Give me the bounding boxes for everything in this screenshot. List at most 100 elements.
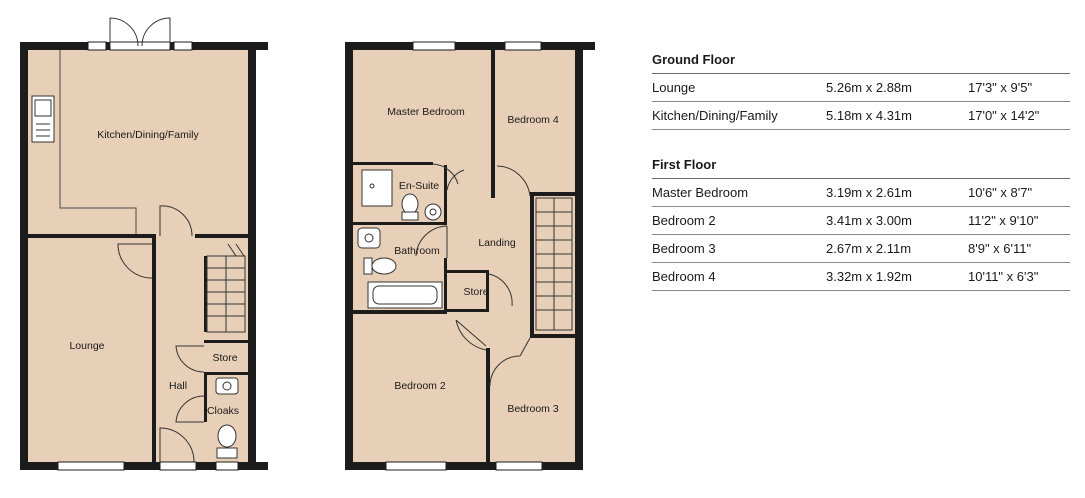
label-bathroom: Bathroom	[394, 245, 440, 257]
ground-wall-store-top	[204, 340, 248, 343]
label-cloaks: Cloaks	[207, 405, 239, 417]
room-imperial: 8'9" x 6'11"	[968, 241, 1032, 256]
bed4-door-swing-icon	[496, 165, 531, 197]
label-lounge: Lounge	[69, 340, 104, 352]
first-wall-top	[345, 42, 595, 50]
ground-wall-bottom	[20, 462, 268, 470]
front-door-swing-icon	[159, 427, 195, 463]
ground-wall-hall-kitchen	[28, 234, 156, 238]
lounge-door-swing-icon	[117, 243, 153, 279]
room-metric: 2.67m x 2.11m	[826, 241, 912, 256]
bathroom-toilet-icon	[363, 257, 397, 275]
first-wall-bath-right	[444, 258, 447, 312]
first-wall-left	[345, 42, 353, 470]
room-schedule: Ground Floor Lounge 5.26m x 2.88m 17'3" …	[652, 50, 1070, 291]
first-staircase-icon	[535, 197, 573, 331]
label-bedroom-4: Bedroom 4	[507, 114, 559, 126]
ground-window-cloaks	[215, 461, 239, 471]
table-row: Master Bedroom 3.19m x 2.61m 10'6" x 8'7…	[652, 179, 1070, 207]
room-name: Bedroom 2	[652, 213, 716, 228]
room-metric: 3.19m x 2.61m	[826, 185, 912, 200]
room-imperial: 11'2" x 9'10"	[968, 213, 1039, 228]
bed2-door-swing-icon	[455, 319, 487, 351]
table-row: Bedroom 3 2.67m x 2.11m 8'9" x 6'11"	[652, 235, 1070, 263]
room-metric: 3.41m x 3.00m	[826, 213, 912, 228]
room-metric: 5.18m x 4.31m	[826, 108, 912, 123]
room-name: Bedroom 3	[652, 241, 716, 256]
first-wall-ensuite-bottom	[353, 222, 447, 225]
first-floor-plan: Master Bedroom Bedroom 4 En-Suite Bathro…	[345, 41, 595, 471]
ground-wall-lounge-hall	[152, 238, 156, 462]
first-wall-ensuite-right	[444, 165, 447, 225]
first-window-master	[412, 41, 456, 51]
ground-wall-stair-left	[204, 256, 207, 332]
table-row: Bedroom 2 3.41m x 3.00m 11'2" x 9'10"	[652, 207, 1070, 235]
ground-wall-store-bottom	[204, 372, 248, 375]
first-wall-store-bottom	[447, 309, 489, 312]
ground-floor-title: Ground Floor	[652, 50, 1070, 74]
ensuite-door-swing-icon	[446, 169, 465, 191]
room-imperial: 10'11" x 6'3"	[968, 269, 1039, 284]
room-imperial: 10'6" x 8'7"	[968, 185, 1033, 200]
room-name: Bedroom 4	[652, 269, 716, 284]
kitchen-door-swing-icon	[159, 205, 193, 237]
ground-wall-right-stub	[256, 42, 268, 50]
first-floor-fill	[353, 49, 575, 462]
ensuite-basin-icon	[424, 203, 442, 221]
room-imperial: 17'0" x 14'2"	[968, 108, 1040, 123]
ground-front-door-opening	[159, 461, 197, 471]
label-landing: Landing	[478, 237, 516, 249]
first-window-bed3	[495, 461, 543, 471]
first-window-bed4	[504, 41, 542, 51]
floor-plans: Kitchen/Dining/Family Lounge Store Hall …	[20, 17, 595, 471]
ground-window-top-right	[173, 41, 193, 51]
first-wall-bed2-right	[486, 348, 490, 462]
ground-wall-cloaks-left	[204, 375, 207, 422]
label-kitchen: Kitchen/Dining/Family	[97, 129, 199, 141]
room-name: Lounge	[652, 80, 696, 95]
first-wall-store-right	[486, 270, 489, 312]
cloaks-toilet-icon	[216, 424, 238, 459]
label-bedroom-2: Bedroom 2	[394, 380, 446, 392]
label-bedroom-3: Bedroom 3	[507, 403, 559, 415]
ground-window-lounge	[57, 461, 125, 471]
first-wall-bottom	[345, 462, 583, 470]
first-wall-master-bottom	[353, 162, 403, 165]
room-metric: 3.32m x 1.92m	[826, 269, 912, 284]
room-metric: 5.26m x 2.88m	[826, 80, 912, 95]
table-row: Lounge 5.26m x 2.88m 17'3" x 9'5"	[652, 74, 1070, 102]
label-master-bedroom: Master Bedroom	[387, 106, 465, 118]
ground-floor-plan: Kitchen/Dining/Family Lounge Store Hall …	[20, 17, 268, 471]
cloaks-door-swing-icon	[175, 395, 205, 423]
french-door-right-icon	[141, 17, 171, 47]
first-wall-master-bed4	[491, 50, 495, 198]
first-wall-bath-bottom	[353, 310, 447, 314]
table-row: Kitchen/Dining/Family 5.18m x 4.31m 17'0…	[652, 102, 1070, 130]
label-ground-store: Store	[212, 352, 237, 364]
first-wall-bed3-top	[530, 334, 575, 338]
bathroom-door-swing-icon	[415, 225, 448, 258]
room-name: Master Bedroom	[652, 185, 749, 200]
first-wall-right	[575, 42, 583, 470]
kitchen-partition-line	[59, 50, 137, 234]
ground-garden-opening	[109, 41, 171, 51]
label-first-store: Store	[463, 286, 488, 298]
ground-staircase-icon	[206, 243, 246, 333]
first-wall-bed4-bottom	[530, 192, 575, 196]
label-ensuite: En-Suite	[399, 180, 439, 192]
first-floor-title: First Floor	[652, 155, 1070, 179]
room-imperial: 17'3" x 9'5"	[968, 80, 1033, 95]
first-wall-landing-right	[530, 196, 534, 338]
room-name: Kitchen/Dining/Family	[652, 108, 778, 123]
ground-window-top-left	[87, 41, 107, 51]
section-gap	[652, 130, 1070, 155]
store-door-swing-icon-first	[488, 273, 513, 307]
label-hall: Hall	[169, 380, 187, 392]
master-door-swing-icon	[432, 163, 459, 185]
bed3-door-swing-icon	[489, 337, 531, 387]
ground-wall-left	[20, 42, 28, 470]
first-window-bed2	[385, 461, 447, 471]
ground-wall-right	[248, 50, 256, 470]
first-wall-store-top	[447, 270, 487, 273]
ensuite-toilet-icon	[401, 193, 419, 221]
